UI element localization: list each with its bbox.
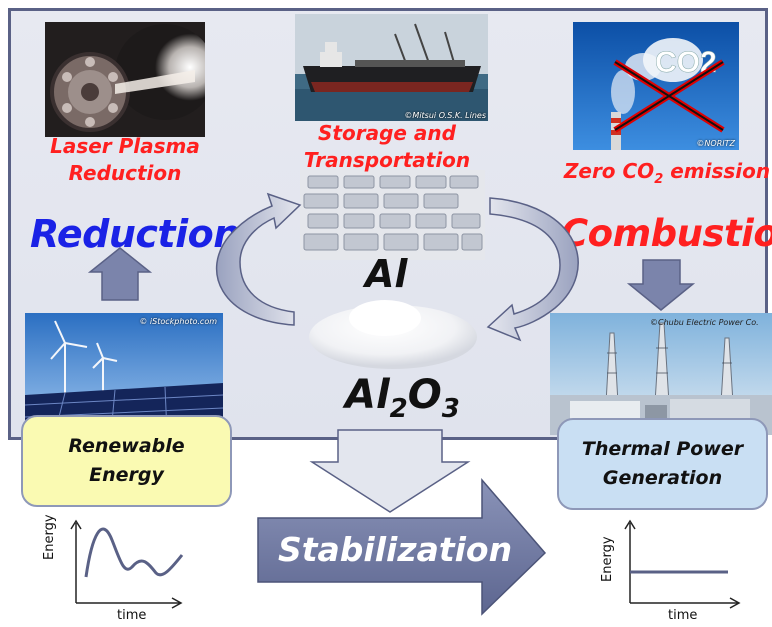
zero-co2-caption: Zero CO2 emission (562, 158, 772, 193)
right-cycle-arrow (486, 197, 579, 342)
al2o3-part-o: O (407, 372, 442, 418)
combustion-label: Combustion (561, 212, 772, 255)
al2o3-sub-2: 2 (389, 394, 408, 424)
down-to-stabilization-arrow (309, 429, 471, 513)
storage-caption-line1: Storage and (318, 121, 456, 145)
istock-credit: © iStockphoto.com (139, 317, 217, 326)
laser-plasma-caption: Laser Plasma Reduction (20, 133, 230, 187)
al2o3-part-al: Al (345, 372, 390, 418)
reduction-up-arrow (87, 247, 153, 301)
stabilization-label: Stabilization (278, 530, 513, 569)
laser-caption-line2: Reduction (68, 161, 182, 185)
left-cycle-arrow (215, 192, 302, 326)
right-graph-xlabel: time (668, 608, 698, 623)
ship-credit: ©Mitsui O.S.K. Lines (404, 111, 486, 120)
chubu-credit: ©Chubu Electric Power Co. (650, 318, 759, 327)
cargo-ship-photo: ©Mitsui O.S.K. Lines (295, 14, 488, 121)
reduction-label: Reduction (30, 212, 240, 256)
laser-caption-line1: Laser Plasma (50, 134, 200, 158)
stabilization-arrow (257, 477, 547, 616)
thermal-box-line2: Generation (602, 467, 723, 489)
al-label: Al (365, 252, 408, 296)
renewable-box-line1: Renewable (68, 435, 185, 457)
al2o3-sub-3: 3 (441, 394, 460, 424)
laser-plasma-photo (45, 22, 205, 137)
left-graph-xlabel: time (117, 608, 147, 623)
thermal-box-line1: Thermal Power (581, 438, 744, 460)
aluminum-ingots-photo (300, 170, 485, 260)
zero-co2-tail: emission (663, 159, 771, 183)
left-energy-graph (70, 519, 184, 609)
co2-smokestack-photo: CO2 ©NORITZ (573, 22, 739, 150)
alumina-powder-photo (305, 292, 480, 372)
renewable-energy-box: Renewable Energy (21, 415, 232, 507)
right-energy-graph (624, 519, 741, 609)
storage-caption: Storage and Transportation (282, 120, 492, 174)
combustion-down-arrow (626, 259, 696, 311)
zero-co2-subscript: 2 (654, 172, 664, 187)
co2-credit: ©NORITZ (696, 139, 735, 148)
thermal-power-box: Thermal Power Generation (557, 418, 768, 510)
renewable-box-line2: Energy (89, 464, 164, 486)
left-graph-ylabel: Energy (42, 514, 57, 560)
zero-co2-text: Zero CO (563, 159, 655, 183)
storage-caption-line2: Transportation (303, 148, 471, 172)
right-graph-ylabel: Energy (600, 536, 615, 582)
fluctuating-energy-line (84, 527, 184, 578)
al2o3-label: Al2O3 (345, 372, 460, 424)
